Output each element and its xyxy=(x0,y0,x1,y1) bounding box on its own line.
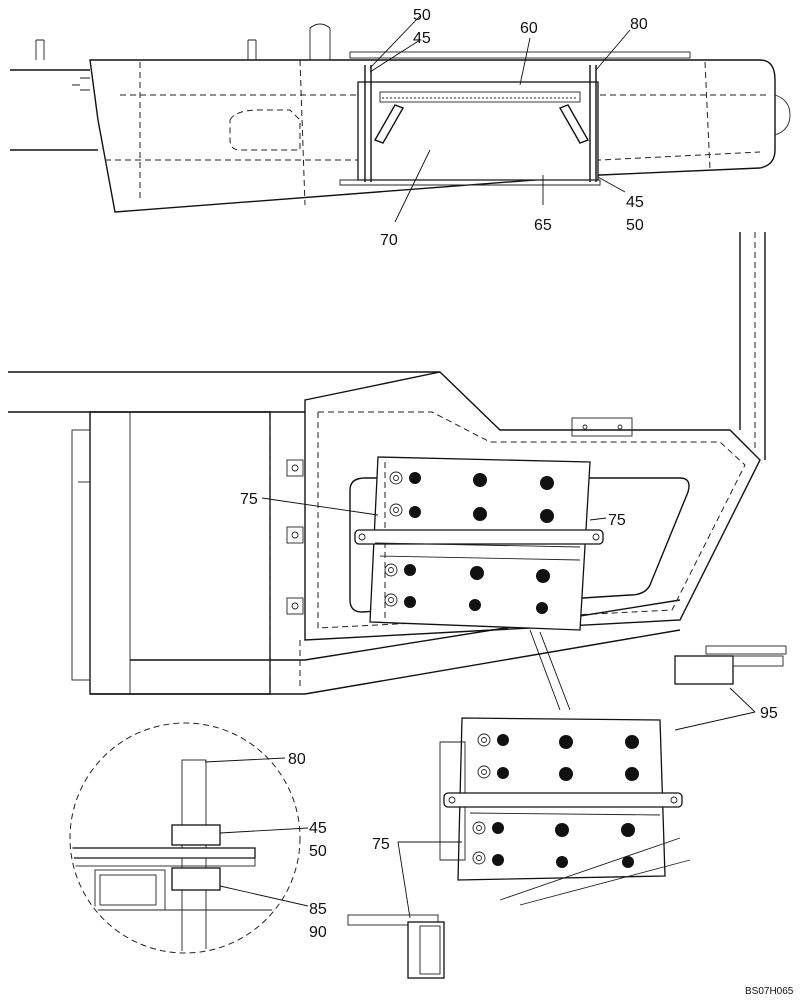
callout-75-bottom: 75 xyxy=(372,836,390,853)
battery-pair-middle xyxy=(354,456,604,631)
callout-75-right: 75 xyxy=(608,512,626,529)
clamp-bracket-75 xyxy=(347,914,445,979)
callout-70: 70 xyxy=(380,232,398,249)
battery-pair-detail xyxy=(439,717,691,906)
callout-45-detail: 45 xyxy=(309,820,327,837)
top-view-callout-leaders xyxy=(369,15,631,223)
callout-45-top-right: 45 xyxy=(626,194,644,211)
bottom-callout-leaders xyxy=(397,841,462,919)
callout-90-detail: 90 xyxy=(309,924,327,941)
side-frame-view xyxy=(8,232,766,695)
callout-95: 95 xyxy=(760,705,778,722)
callout-75-left: 75 xyxy=(240,491,258,508)
callout-65: 65 xyxy=(534,217,552,234)
fastener-detail-circle xyxy=(69,722,309,954)
clamp-block-95 xyxy=(674,645,787,685)
callout-80-detail: 80 xyxy=(288,751,306,768)
callout-60: 60 xyxy=(520,20,538,37)
callout-50-top-right: 50 xyxy=(626,217,644,234)
callout-80-top: 80 xyxy=(630,16,648,33)
callout-85-detail: 85 xyxy=(309,901,327,918)
callout-50-top: 50 xyxy=(413,7,431,24)
middle-callout-leaders xyxy=(261,497,756,731)
drawing-id: BS07H065 xyxy=(745,986,794,997)
top-frame-view xyxy=(10,23,791,213)
callout-50-detail: 50 xyxy=(309,843,327,860)
callout-45-top: 45 xyxy=(413,30,431,47)
